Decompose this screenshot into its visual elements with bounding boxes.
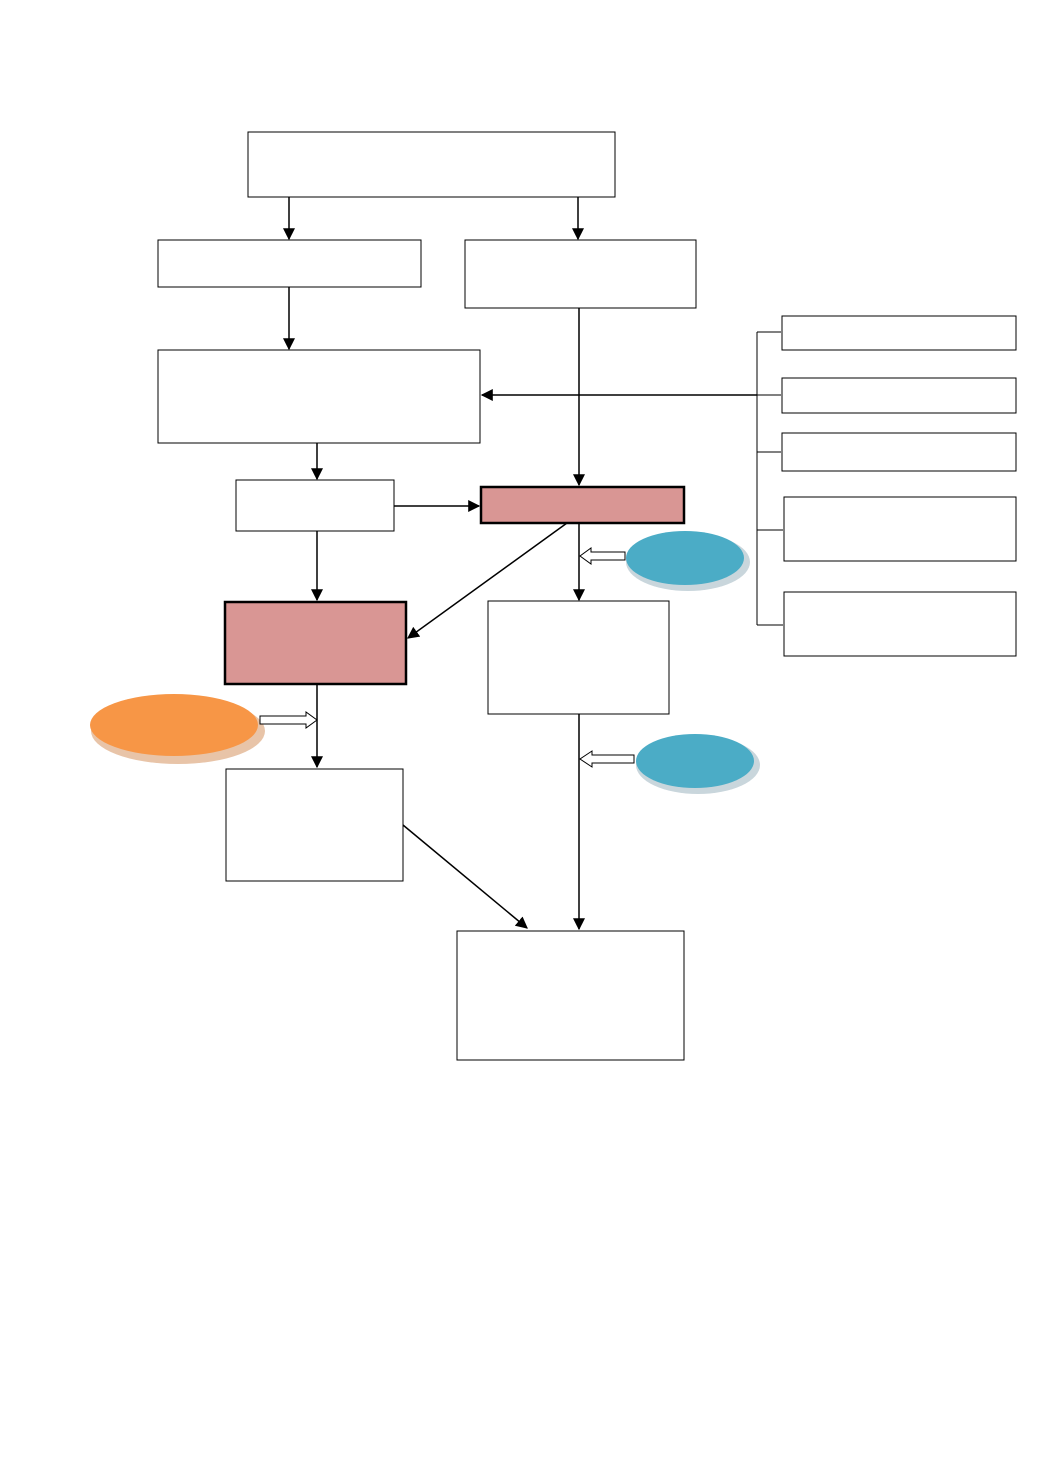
connectors — [283, 197, 757, 931]
blue-callout-1 — [626, 531, 744, 585]
callouts — [90, 531, 760, 794]
node-side-item-5 — [783, 591, 1017, 657]
side-bracket — [756, 331, 783, 626]
node-center-result — [487, 600, 670, 715]
node-left-highlight — [223, 600, 408, 686]
connector-center-highlight-to-left-highlight — [407, 522, 568, 639]
node-left-step-1 — [157, 239, 422, 288]
blue-callout-2 — [636, 734, 754, 788]
node-center-highlight — [479, 485, 686, 525]
node-side-item-1 — [781, 315, 1017, 351]
node-side-item-2 — [781, 377, 1017, 414]
node-final-output — [456, 930, 685, 1061]
blue-callout-1-hollow-arrow — [579, 547, 626, 565]
node-side-item-3 — [781, 432, 1017, 472]
orange-callout-hollow-arrow — [259, 711, 318, 729]
orange-callout — [90, 694, 258, 756]
boxes — [157, 131, 1017, 1061]
connector-left-result-to-final — [402, 824, 528, 929]
node-left-small — [235, 479, 395, 532]
blue-callout-2-hollow-arrow — [579, 750, 635, 768]
node-left-process — [157, 349, 481, 444]
node-side-item-4 — [783, 496, 1017, 562]
node-top — [247, 131, 616, 198]
node-right-step-1 — [464, 239, 697, 309]
node-left-result — [225, 768, 404, 882]
